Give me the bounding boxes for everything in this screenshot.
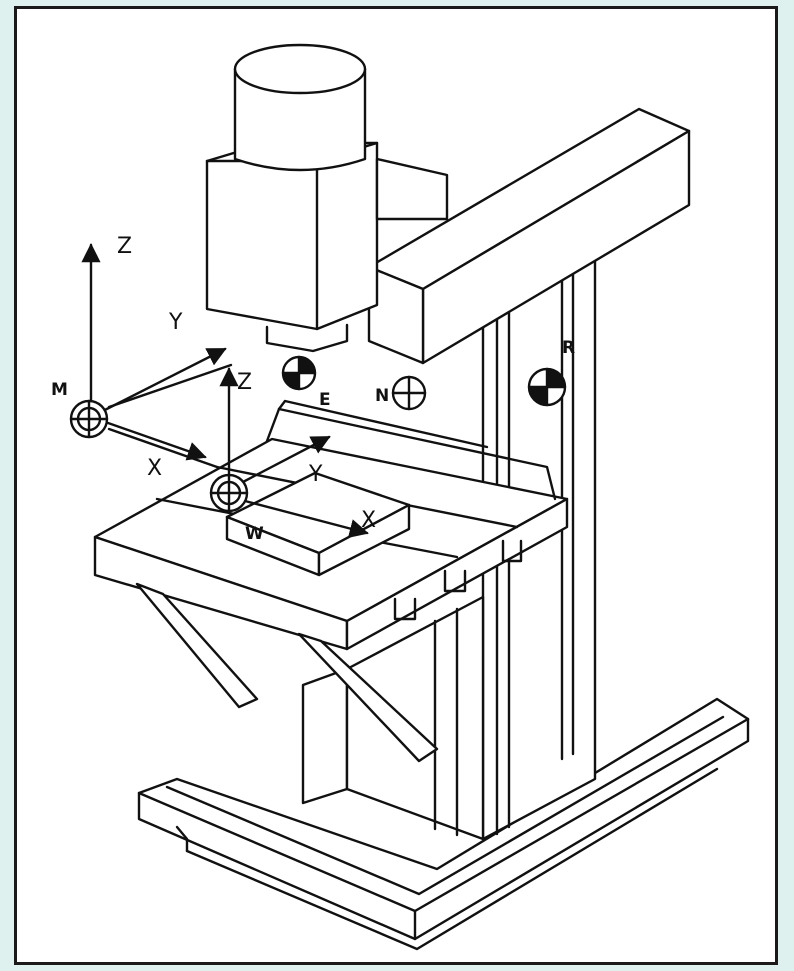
milling-machine-diagram: Z Y X M Z Y X W E N: [51, 43, 750, 951]
workpiece-axes: [219, 367, 369, 538]
workpiece-z-label: Z: [237, 370, 252, 395]
machine-ram: [367, 107, 691, 365]
diagram-frame: Z Y X M Z Y X W E N: [14, 6, 778, 965]
machine-y-label: Y: [168, 310, 183, 335]
origin-m-marker: [69, 399, 109, 439]
machine-origin-label: M: [51, 380, 68, 400]
machine-knee: [301, 595, 485, 841]
spindle-motor: [233, 43, 367, 172]
workpiece-y-label: Y: [308, 462, 323, 487]
machine-column: [481, 255, 597, 841]
workpiece: [225, 471, 411, 577]
r-point-marker: [527, 367, 567, 407]
machine-axes: [81, 243, 233, 469]
r-point-label: R: [562, 338, 575, 358]
machine-z-label: Z: [117, 234, 132, 259]
origin-w-marker: [209, 473, 249, 513]
n-point-marker: [391, 375, 427, 411]
n-point-label: N: [375, 386, 389, 406]
tool-point-marker: [281, 355, 317, 391]
workpiece-origin-label: W: [245, 524, 264, 544]
table-supports: [135, 582, 439, 763]
machine-base: [137, 697, 750, 951]
tool-point-label: E: [319, 390, 331, 410]
machine-x-label: X: [147, 456, 162, 481]
workpiece-x-label: X: [361, 508, 376, 533]
